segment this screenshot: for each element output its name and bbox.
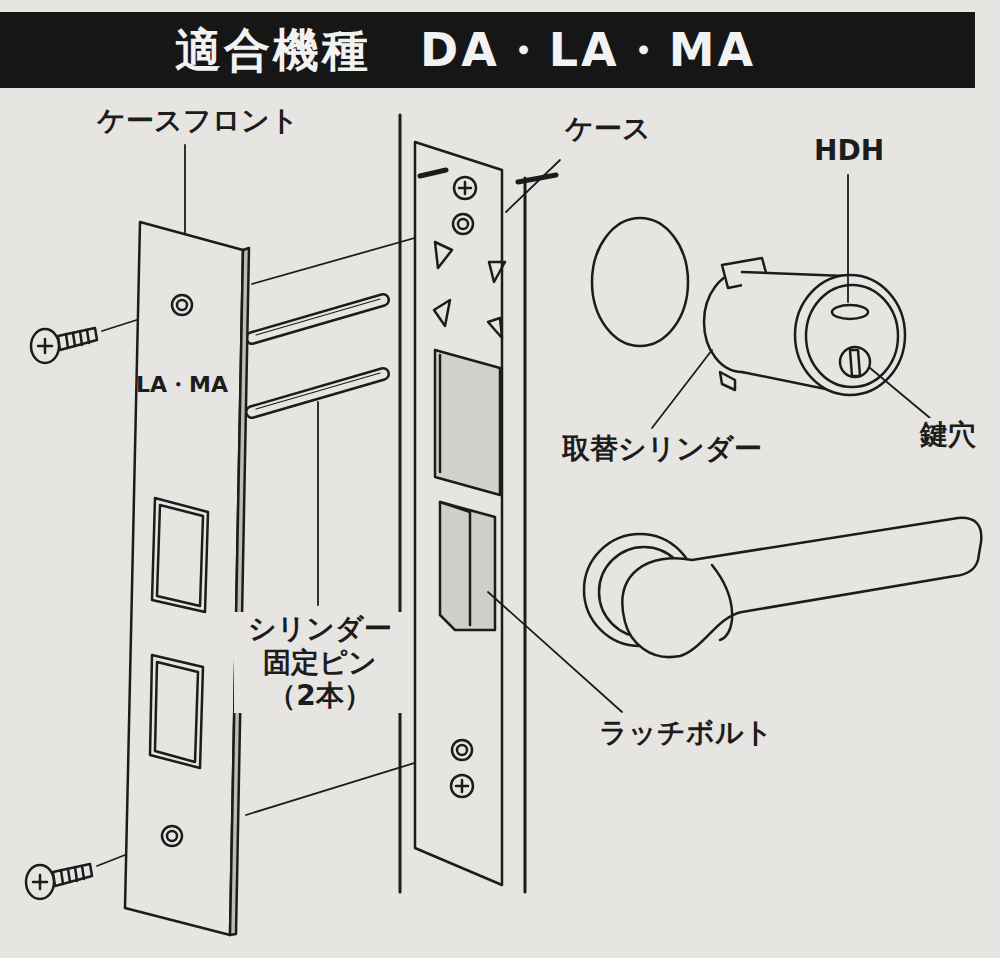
leader-line	[506, 160, 560, 212]
door-edge	[524, 178, 527, 892]
leader-line	[488, 592, 622, 712]
part-label: 取替シリンダー	[560, 432, 764, 466]
lever-handle	[584, 518, 981, 657]
screw	[31, 328, 97, 363]
plate-outline	[125, 222, 243, 935]
plate-outline	[230, 248, 249, 935]
replacement-cylinder	[806, 285, 898, 387]
fixing-pin	[256, 299, 380, 335]
part-label: ケース	[563, 112, 653, 146]
screw	[31, 329, 59, 363]
lock-case	[458, 219, 468, 229]
replacement-cylinder	[720, 372, 735, 390]
lock-case	[435, 242, 452, 268]
lock-case	[451, 775, 473, 797]
plate-outline	[152, 498, 208, 612]
screw	[53, 864, 92, 886]
lock-case	[457, 745, 467, 755]
lock-case	[440, 502, 495, 630]
lock-case	[454, 177, 476, 199]
replacement-cylinder	[840, 347, 870, 377]
leader-line	[847, 175, 849, 302]
case-front-plate: LA・MA	[122, 220, 252, 938]
title-text: 適合機種 DA・LA・MA	[175, 20, 756, 80]
screw	[26, 864, 92, 899]
lock-case	[488, 318, 502, 338]
plate-outline	[150, 655, 203, 768]
plate-outline	[155, 662, 198, 762]
lever-handle	[712, 565, 732, 640]
screw	[33, 875, 47, 889]
plate-outline	[122, 220, 252, 938]
lock-case	[489, 262, 505, 282]
part-label: ラッチボルト	[597, 716, 775, 750]
plate-outline	[177, 300, 187, 310]
replacement-cylinder	[795, 275, 905, 395]
lock-case	[452, 740, 472, 760]
lock-case	[439, 355, 442, 472]
part-label: ケースフロント	[95, 104, 301, 138]
plate-outline	[172, 295, 192, 315]
plate-marking: LA・MA	[136, 370, 228, 400]
lock-case	[459, 182, 471, 194]
leader-line	[317, 402, 319, 605]
screw	[38, 339, 52, 353]
replacement-cylinder	[850, 350, 860, 376]
replacement-cylinder	[832, 305, 868, 319]
plate-outline	[167, 831, 177, 841]
lock-case	[435, 350, 500, 495]
lock-case	[440, 502, 470, 625]
lock-case	[453, 214, 473, 234]
cylinder-cover	[592, 218, 688, 346]
leader-line	[870, 368, 930, 418]
part-label: シリンダー 固定ピン （2本）	[234, 612, 406, 713]
part-label: 鍵穴	[918, 418, 978, 452]
screw	[61, 866, 84, 884]
plate-outline	[157, 505, 203, 606]
lock-case	[456, 780, 468, 792]
fixing-pin	[252, 300, 383, 338]
part-label: HDH	[812, 134, 886, 168]
door-edge	[399, 115, 402, 892]
plate-outline	[162, 826, 182, 846]
lock-case	[415, 142, 502, 885]
fixing-pin	[252, 299, 383, 338]
lever-handle	[622, 518, 981, 657]
screw	[58, 328, 97, 350]
lock-case	[415, 142, 556, 885]
leader-line	[652, 350, 712, 428]
fixing-pin	[252, 300, 383, 338]
replacement-cylinder	[704, 258, 905, 395]
screw	[66, 330, 89, 348]
screw	[26, 865, 54, 899]
lock-case	[434, 300, 450, 326]
lock-case	[420, 170, 446, 176]
